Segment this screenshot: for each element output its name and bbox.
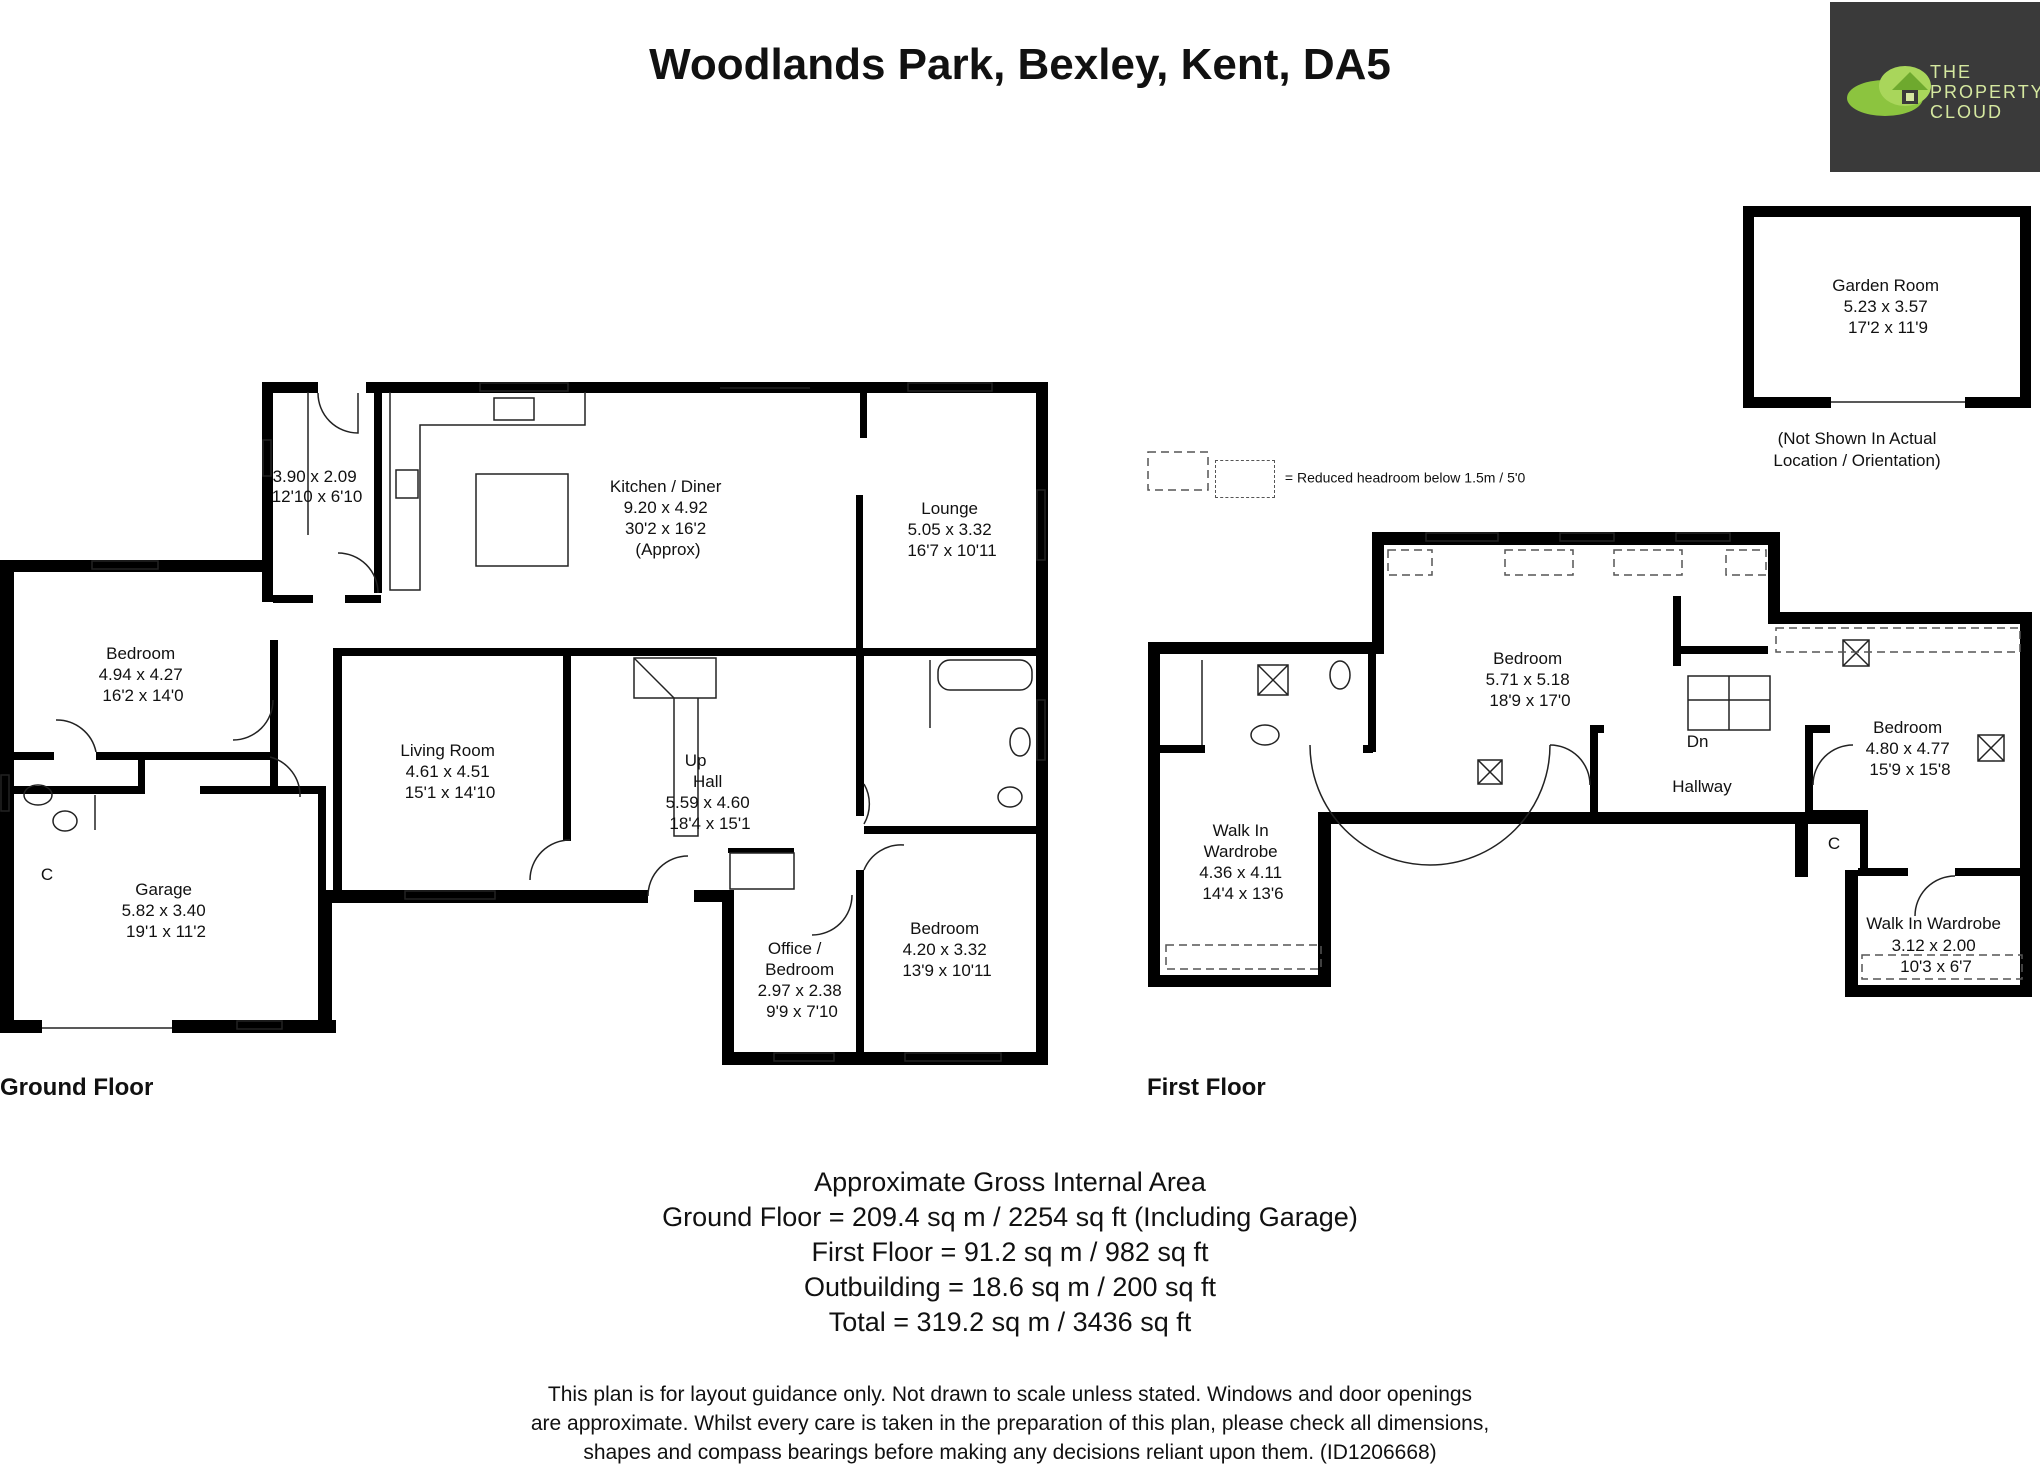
room-labels: 3.90 x 2.09 12'10 x 6'10 Kitchen / Diner…: [41, 276, 2006, 1021]
legend-text: = Reduced headroom below 1.5m / 5'0: [1284, 469, 1526, 486]
brand-logo: THE PROPERTY CLOUD: [1830, 2, 2040, 172]
logo-line1: THE: [1930, 62, 1972, 82]
fixtures: [0, 382, 2023, 1062]
area-total: Total = 319.2 sq m / 3436 sq ft: [828, 1307, 1192, 1337]
walkin1-label: Walk In Wardrobe 4.36 x 4.11 14'4 x 13'6: [1199, 821, 1287, 903]
office-label: Office / Bedroom 2.97 x 2.38 9'9 x 7'10: [758, 939, 847, 1021]
garden-room-label: Garden Room 5.23 x 3.57 17'2 x 11'9: [1832, 276, 1944, 337]
living-room-label: Living Room 4.61 x 4.51 15'1 x 14'10: [400, 741, 499, 802]
bedroom-gf2-label: Bedroom 4.20 x 3.32 13'9 x 10'11: [902, 919, 991, 980]
disclaimer-line: are approximate. Whilst every care is ta…: [530, 1412, 1490, 1435]
logo-line3: CLOUD: [1930, 102, 2004, 122]
note-line1: (Not Shown In Actual: [1777, 429, 1937, 448]
ground-floor-label: Ground Floor: [0, 1074, 154, 1101]
area-ground: Ground Floor = 209.4 sq m / 2254 sq ft (…: [662, 1202, 1358, 1232]
cupboard-ff-label: C: [1828, 834, 1840, 853]
garage-label: Garage 5.82 x 3.40 19'1 x 11'2: [122, 880, 211, 941]
disclaimer: This plan is for layout guidance only. N…: [420, 1380, 1600, 1467]
logo-line2: PROPERTY: [1930, 82, 2040, 102]
first-floor-label: First Floor: [1147, 1074, 1266, 1101]
page-title: Woodlands Park, Bexley, Kent, DA5: [649, 40, 1391, 89]
house-cloud-icon: [1847, 66, 1931, 116]
hallway-label: Dn Hallway: [1672, 732, 1732, 796]
hall-label: Up Hall 5.59 x 4.60 18'4 x 15'1: [666, 751, 755, 833]
bedroom-gf-label: Bedroom 4.94 x 4.27 16'2 x 14'0: [99, 644, 188, 705]
disclaimer-line: This plan is for layout guidance only. N…: [547, 1383, 1473, 1406]
area-heading: Approximate Gross Internal Area: [814, 1167, 1206, 1197]
headroom-legend: = Reduced headroom below 1.5m / 5'0: [1215, 460, 1525, 498]
first-floor-walls: [1148, 206, 2032, 997]
lounge-label: Lounge 5.05 x 3.32 16'7 x 10'11: [907, 499, 996, 560]
headroom-swatch: [1215, 460, 1275, 498]
ground-floor-walls: [0, 382, 1048, 1065]
area-summary: Approximate Gross Internal Area Ground F…: [500, 1165, 1520, 1340]
area-outbuilding: Outbuilding = 18.6 sq m / 200 sq ft: [803, 1272, 1216, 1302]
utility-label: 3.90 x 2.09 12'10 x 6'10: [272, 467, 363, 506]
kitchen-label: Kitchen / Diner 9.20 x 4.92 30'2 x 16'2 …: [610, 477, 726, 559]
area-first: First Floor = 91.2 sq m / 982 sq ft: [811, 1237, 1209, 1267]
note-line2: Location / Orientation): [1773, 451, 1941, 470]
cupboard-gf-label: C: [41, 865, 53, 884]
disclaimer-line: shapes and compass bearings before makin…: [583, 1441, 1437, 1464]
bedroom-ff2-label: Bedroom 4.80 x 4.77 15'9 x 15'8: [1866, 718, 1955, 779]
bedroom-ff1-label: Bedroom 5.71 x 5.18 18'9 x 17'0: [1486, 649, 1575, 710]
walkin2-label: Walk In Wardrobe 3.12 x 2.00 10'3 x 6'7: [1866, 914, 2006, 976]
outbuilding-note: (Not Shown In Actual Location / Orientat…: [1742, 428, 1972, 472]
